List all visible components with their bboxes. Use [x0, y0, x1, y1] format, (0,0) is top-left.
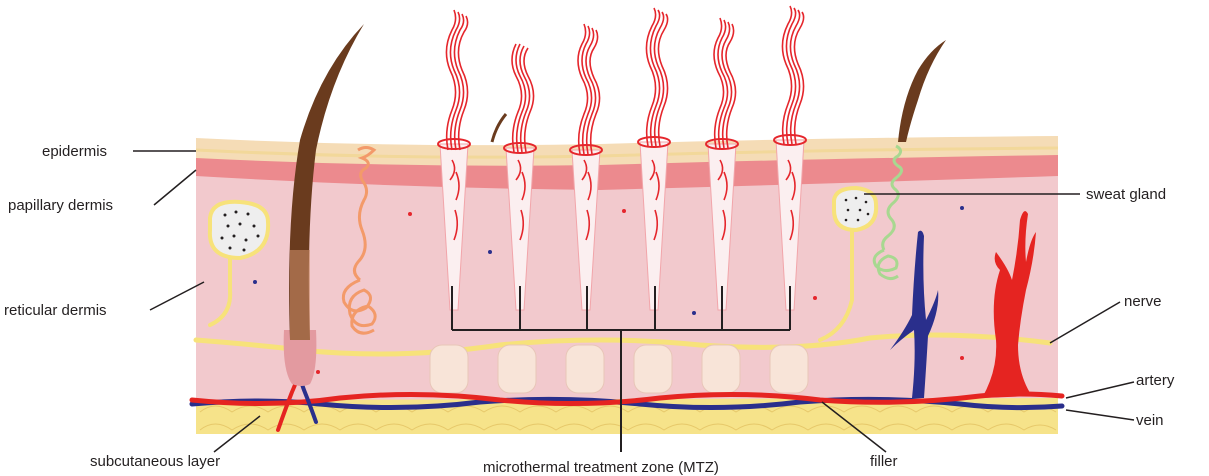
skin-layers: [196, 136, 1058, 434]
label-filler: filler: [870, 453, 898, 470]
label-papillary-dermis: papillary dermis: [8, 197, 113, 214]
label-artery: artery: [1136, 372, 1175, 389]
label-sweat-gland: sweat gland: [1086, 186, 1166, 203]
sebaceous-gland-left: [210, 202, 268, 258]
label-vein: vein: [1136, 412, 1164, 429]
filler-deposit: [498, 345, 536, 393]
label-reticular-dermis: reticular dermis: [4, 302, 107, 319]
filler-deposit: [566, 345, 604, 393]
filler-deposit: [702, 345, 740, 393]
label-mtz: microthermal treatment zone (MTZ): [483, 459, 719, 476]
label-nerve: nerve: [1124, 293, 1162, 310]
hair-stub: [492, 114, 506, 142]
filler-deposit: [634, 345, 672, 393]
filler-deposit: [430, 345, 468, 393]
label-epidermis: epidermis: [42, 143, 107, 160]
hair-root-left: [290, 250, 310, 340]
filler-deposit: [770, 345, 808, 393]
hair-shaft-right: [898, 40, 946, 142]
label-subcutaneous-layer: subcutaneous layer: [90, 453, 220, 470]
